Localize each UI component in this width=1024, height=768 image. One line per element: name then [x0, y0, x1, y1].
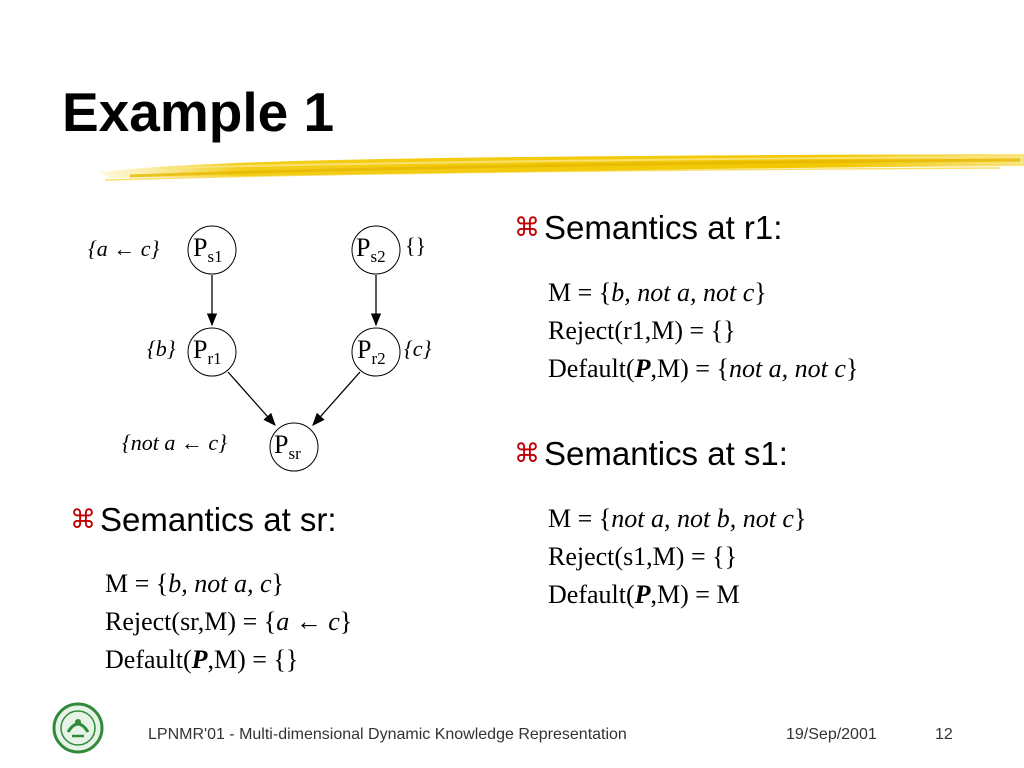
footer-date: 19/Sep/2001 [786, 726, 877, 743]
brush-stroke-underline [100, 154, 1024, 181]
semantics-sr-body: M = {b, not a, c} Reject(sr,M) = {a ← c}… [105, 565, 352, 679]
node-pr1-rules: {b} [147, 336, 176, 361]
node-ps2-circle [351, 225, 401, 275]
node-pr1: Pr1 [193, 335, 222, 368]
footer-page-number: 12 [935, 726, 953, 743]
s1-reject-line: Reject(s1,M) = {} [548, 542, 738, 571]
semantics-r1-body: M = {b, not a, not c} Reject(r1,M) = {} … [548, 274, 858, 388]
bullet-icon: ⌘ [70, 505, 96, 535]
r1-default-line: Default(P,M) = {not a, not c} [548, 354, 859, 383]
footer-text: LPNMR'01 - Multi-dimensional Dynamic Kno… [148, 726, 627, 743]
sr-default-line: Default(P,M) = {} [105, 645, 299, 674]
node-pr2-circle [351, 327, 401, 377]
bullet-icon: ⌘ [514, 439, 540, 469]
heading-semantics-r1: ⌘Semantics at r1: [514, 209, 783, 246]
node-ps2-rules: {} [405, 233, 427, 258]
node-ps1-circle [187, 225, 237, 275]
bullet-icon: ⌘ [514, 213, 540, 243]
node-psr-rules: {not a ← c} [122, 430, 227, 455]
r1-reject-line: Reject(r1,M) = {} [548, 316, 736, 345]
node-pr1-circle [187, 327, 237, 377]
node-ps2: Ps2 [356, 233, 386, 266]
node-psr: Psr [274, 430, 301, 463]
edge-pr1-psr [227, 371, 276, 426]
edge-pr2-psr [312, 371, 361, 426]
node-ps1: Ps1 [193, 233, 223, 266]
sr-model-line: M = {b, not a, c} [105, 569, 285, 598]
university-logo-icon [52, 702, 104, 754]
node-ps1-rules: {a ← c} [88, 236, 160, 261]
node-pr2: Pr2 [357, 335, 386, 368]
s1-model-line: M = {not a, not b, not c} [548, 504, 807, 533]
node-pr2-rules: {c} [404, 336, 432, 361]
diagram-edges [187, 225, 401, 472]
r1-model-line: M = {b, not a, not c} [548, 278, 767, 307]
semantics-s1-body: M = {not a, not b, not c} Reject(s1,M) =… [548, 500, 806, 614]
heading-semantics-s1: ⌘Semantics at s1: [514, 435, 788, 472]
program-diagram: Ps1 Ps2 Pr1 Pr2 Psr {a ← c} {} {b} {c} {… [80, 215, 460, 485]
node-psr-circle [269, 422, 319, 472]
sr-reject-line: Reject(sr,M) = {a ← c} [105, 607, 353, 636]
slide-title: Example 1 [62, 81, 335, 143]
heading-semantics-sr: ⌘Semantics at sr: [70, 501, 337, 538]
s1-default-line: Default(P,M) = M [548, 580, 740, 609]
